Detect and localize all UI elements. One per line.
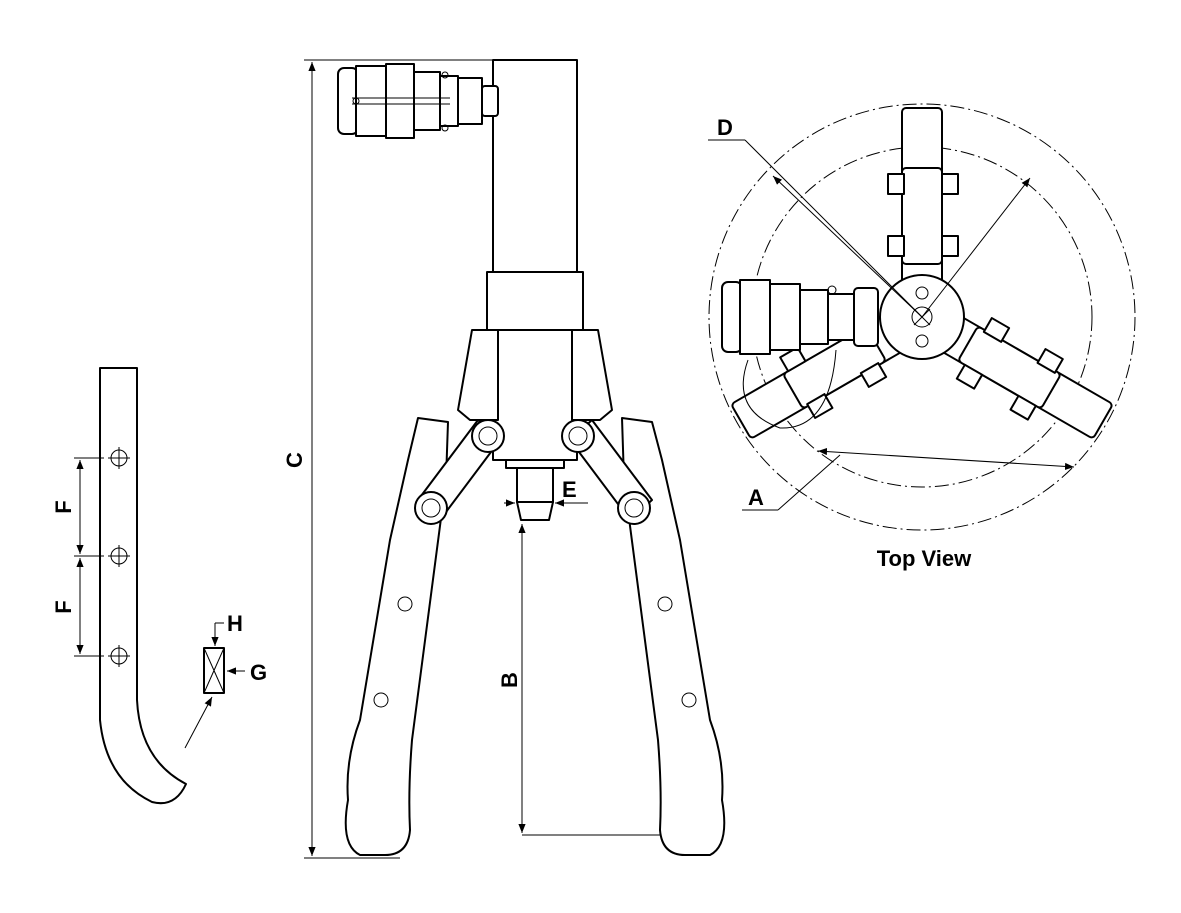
top-arm-up — [887, 107, 959, 285]
dimension-label-a: A — [748, 485, 764, 510]
bolt-lower-left — [414, 491, 448, 525]
cylinder-head — [492, 329, 578, 461]
jaw-hole-top — [108, 447, 130, 469]
reach-circle-outer — [708, 103, 1136, 531]
dimension-label-d: D — [717, 115, 733, 140]
jaw-left — [344, 417, 449, 856]
top-arm-lower-right — [941, 316, 1113, 439]
jaw-cross-section — [203, 647, 225, 694]
jaw-hole-bottom — [108, 645, 130, 667]
dimension-label-f-upper: F — [51, 500, 76, 513]
bolt-lower-right — [617, 491, 651, 525]
dimension-label-f-lower: F — [51, 600, 76, 613]
dimension-label-g: G — [250, 660, 267, 685]
bolt-upper-left — [471, 419, 505, 453]
dimension-label-e: E — [562, 477, 577, 502]
jaw-right — [621, 417, 726, 856]
dimension-label-b: B — [497, 672, 522, 688]
jaw-detail-view: F F H G — [51, 367, 267, 805]
hydraulic-cylinder — [492, 59, 578, 275]
top-coupler — [721, 279, 879, 429]
puller-front-view: C E — [282, 59, 726, 859]
puller-top-view: D A Top View — [708, 103, 1136, 571]
cylinder-collar — [486, 271, 584, 333]
bracket-right — [571, 329, 613, 421]
jaw-hole-middle — [108, 545, 130, 567]
top-view-caption: Top View — [877, 546, 972, 571]
ram-plunger — [505, 459, 565, 521]
dimension-label-c: C — [282, 452, 307, 468]
bolt-upper-right — [561, 419, 595, 453]
dimension-label-h: H — [227, 611, 243, 636]
hydraulic-coupler — [337, 63, 499, 139]
bracket-left — [457, 329, 499, 421]
